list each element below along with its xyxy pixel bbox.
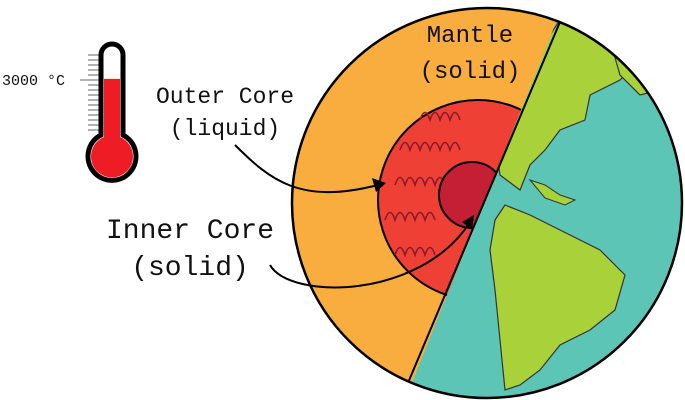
outer-core-label: Outer Core	[156, 84, 294, 110]
inner-core-state-label: (solid)	[131, 253, 249, 284]
temperature-label: 3000 °C	[2, 73, 65, 90]
south-america	[489, 204, 626, 391]
thermometer-icon: 3000 °C	[2, 41, 139, 183]
inner-core-arrow	[269, 221, 471, 289]
outer-core-state-label: (liquid)	[170, 116, 280, 142]
outer-core-arrow	[234, 144, 379, 194]
inner-core-label: Inner Core	[106, 216, 274, 247]
mantle-state-label: (solid)	[420, 59, 521, 86]
mantle-label: Mantle	[427, 23, 513, 50]
